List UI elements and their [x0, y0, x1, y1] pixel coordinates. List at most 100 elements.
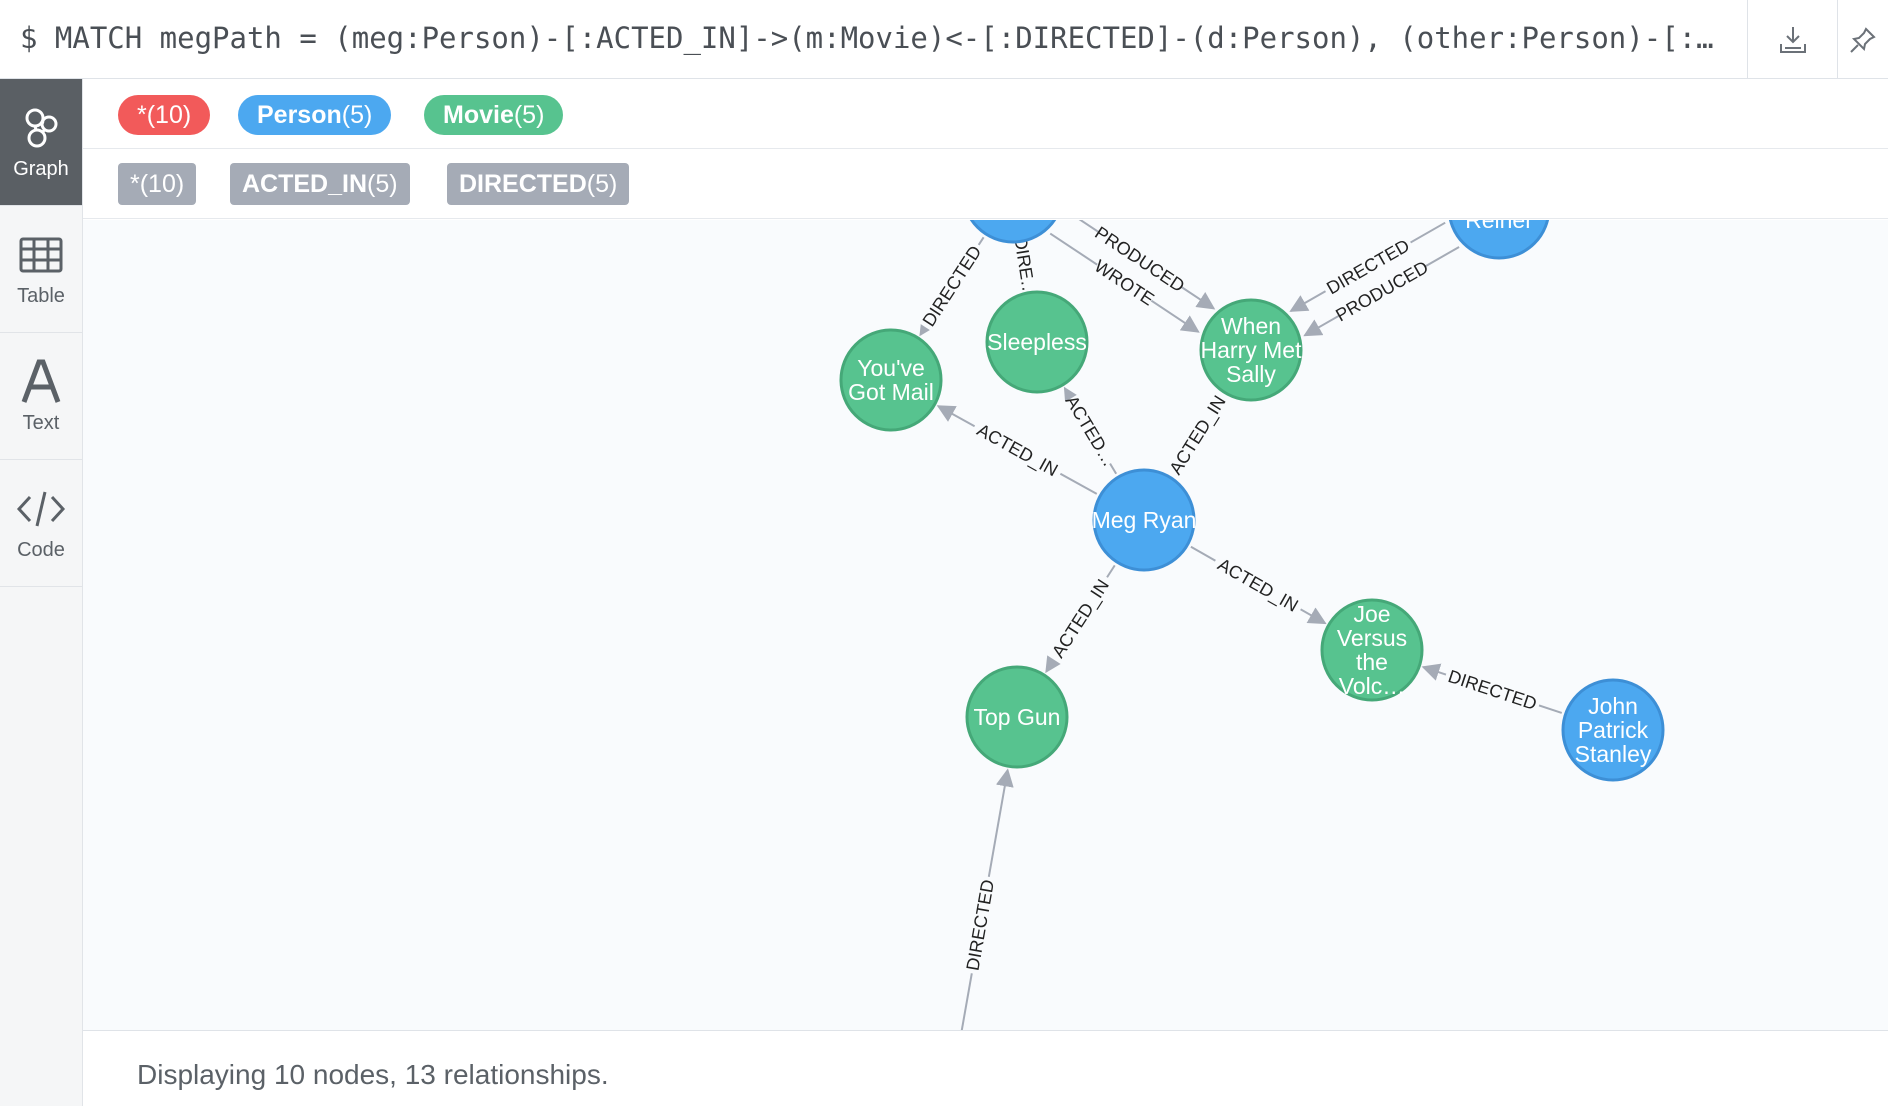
pill-count: (5) — [513, 101, 545, 129]
relationship-label-bg — [960, 874, 1000, 976]
pill-count: (10) — [139, 170, 185, 198]
sidebar-item-graph[interactable]: Graph — [0, 79, 82, 206]
query-editor[interactable]: $ MATCH megPath = (meg:Person)-[:ACTED_I… — [20, 0, 1720, 79]
node-circle[interactable] — [1448, 220, 1550, 260]
pill-name: Person — [257, 101, 342, 129]
relationship-acted_in[interactable]: ACTED_IN — [1162, 387, 1233, 483]
relationship-label-bg — [1091, 255, 1158, 310]
node-caption: Top Gun — [974, 704, 1061, 730]
node-circle[interactable] — [985, 290, 1089, 394]
label-pill-all[interactable]: *(10) — [118, 95, 211, 135]
status-text: Displaying 10 nodes, 13 relationships. — [137, 1059, 609, 1090]
relationship-acted_in[interactable]: ACTED_IN — [1044, 564, 1117, 674]
movie-node-topgun[interactable]: Top Gun — [965, 665, 1069, 769]
text-icon — [21, 359, 61, 403]
relationship-directed[interactable]: DIRECTED — [1421, 663, 1563, 716]
table-icon — [19, 237, 63, 272]
relationship-label-bg — [1442, 664, 1543, 716]
node-caption: Stanley — [1575, 741, 1652, 767]
relationship-label: DIRECTED — [962, 878, 998, 972]
relationship-label-bg — [1209, 551, 1307, 619]
relationship-label-bg — [969, 416, 1066, 484]
relationship-label-bg — [1009, 233, 1041, 301]
node-caption: You've — [857, 355, 925, 381]
sidebar-item-label: Text — [22, 411, 60, 434]
pill-name: Movie — [443, 101, 514, 129]
node-caption: Joe — [1353, 601, 1390, 627]
person-node-meg[interactable]: Meg Ryan — [1092, 468, 1197, 572]
relationship-directed[interactable]: DIRECTED — [953, 768, 1014, 1030]
sidebar-item-label: Graph — [13, 157, 69, 180]
graph-icon — [25, 108, 58, 147]
query-text[interactable]: $ MATCH megPath = (meg:Person)-[:ACTED_I… — [20, 21, 1720, 55]
node-caption: Meg Ryan — [1092, 507, 1197, 533]
rel-pill-directed[interactable]: DIRECTED(5) — [447, 163, 630, 205]
person-node-rob[interactable]: RobReiner — [1448, 220, 1550, 260]
relationship-label: ACTED_IN — [1048, 576, 1114, 662]
pill-name: * — [137, 101, 147, 129]
pill-name: DIRECTED — [459, 170, 587, 198]
node-circle[interactable] — [965, 665, 1069, 769]
relationship-label-bg — [1044, 571, 1117, 666]
node-circle[interactable] — [1320, 598, 1424, 702]
relationship-acted[interactable]: ACTED… — [1061, 386, 1120, 475]
node-caption: Sally — [1226, 361, 1276, 387]
node-caption: John — [1588, 693, 1638, 719]
node-caption: Versus — [1337, 625, 1407, 651]
pill-count: (5) — [367, 170, 398, 198]
relationship-label: ACTED_IN — [973, 420, 1061, 481]
sidebar-item-table[interactable]: Table — [0, 206, 82, 333]
relationship-acted_in[interactable]: ACTED_IN — [1190, 545, 1327, 625]
relationship-label-bg — [1320, 232, 1417, 301]
relationship-types-row: *(10) ACTED_IN(5) DIRECTED(5) — [83, 149, 1888, 219]
pill-count: (10) — [146, 101, 192, 129]
download-button[interactable] — [1747, 0, 1837, 79]
movie-node-sleepless[interactable]: Sleepless — [985, 290, 1089, 394]
rel-pill-all[interactable]: *(10) — [118, 163, 197, 205]
node-circle[interactable] — [839, 328, 943, 432]
relationship-label-bg — [1333, 257, 1430, 326]
status-bar: Displaying 10 nodes, 13 relationships. — [83, 1030, 1888, 1106]
pill-name: ACTED_IN — [242, 170, 368, 198]
rel-pill-acted-in[interactable]: ACTED_IN(5) — [230, 163, 410, 205]
relationship-label: DIRECTED — [919, 242, 986, 330]
view-switcher: Graph Table Text Code — [0, 79, 83, 1106]
relationship-label: ACTED… — [1062, 392, 1120, 470]
node-caption: Volc… — [1339, 673, 1405, 699]
sidebar-item-label: Code — [17, 538, 65, 561]
node-circle[interactable] — [1092, 468, 1196, 572]
nodes-layer: RobReinerWhenHarry MetSallySleeplessYou'… — [839, 220, 1665, 782]
pill-count: (5) — [341, 101, 373, 129]
graph-legend: *(10) Person(5) Movie(5) *(10) ACTED_IN(… — [83, 79, 1888, 220]
label-pill-person[interactable]: Person(5) — [238, 95, 392, 135]
sidebar-item-code[interactable]: Code — [0, 460, 82, 587]
query-bar: $ MATCH megPath = (meg:Person)-[:ACTED_I… — [0, 0, 1888, 79]
relationship-label-bg — [1162, 387, 1233, 483]
relationship-label-bg — [1061, 392, 1120, 470]
relationship-directed[interactable]: DIRECTED — [916, 236, 988, 337]
relationship-label: ACTED_IN — [1165, 392, 1230, 479]
node-caption: Reiner — [1465, 220, 1533, 233]
node-circle[interactable] — [963, 220, 1063, 244]
sidebar-item-text[interactable]: Text — [0, 333, 82, 460]
node-circle[interactable] — [1199, 298, 1303, 402]
pin-button[interactable] — [1837, 0, 1888, 79]
node-labels-row: *(10) Person(5) Movie(5) — [83, 79, 1888, 149]
person-node-top[interactable] — [963, 220, 1063, 244]
code-icon — [16, 491, 66, 526]
node-caption: Got Mail — [848, 379, 934, 405]
node-caption: Harry Met — [1201, 337, 1303, 363]
sidebar-item-label: Table — [17, 284, 65, 307]
label-pill-movie[interactable]: Movie(5) — [424, 95, 564, 135]
node-caption: When — [1221, 313, 1281, 339]
node-circle[interactable] — [1561, 678, 1665, 782]
relationship-label-bg — [1092, 223, 1187, 296]
download-icon — [1779, 26, 1806, 53]
node-caption: Sleepless — [987, 329, 1087, 355]
movie-node-jvtv[interactable]: JoeVersustheVolc… — [1320, 598, 1424, 702]
